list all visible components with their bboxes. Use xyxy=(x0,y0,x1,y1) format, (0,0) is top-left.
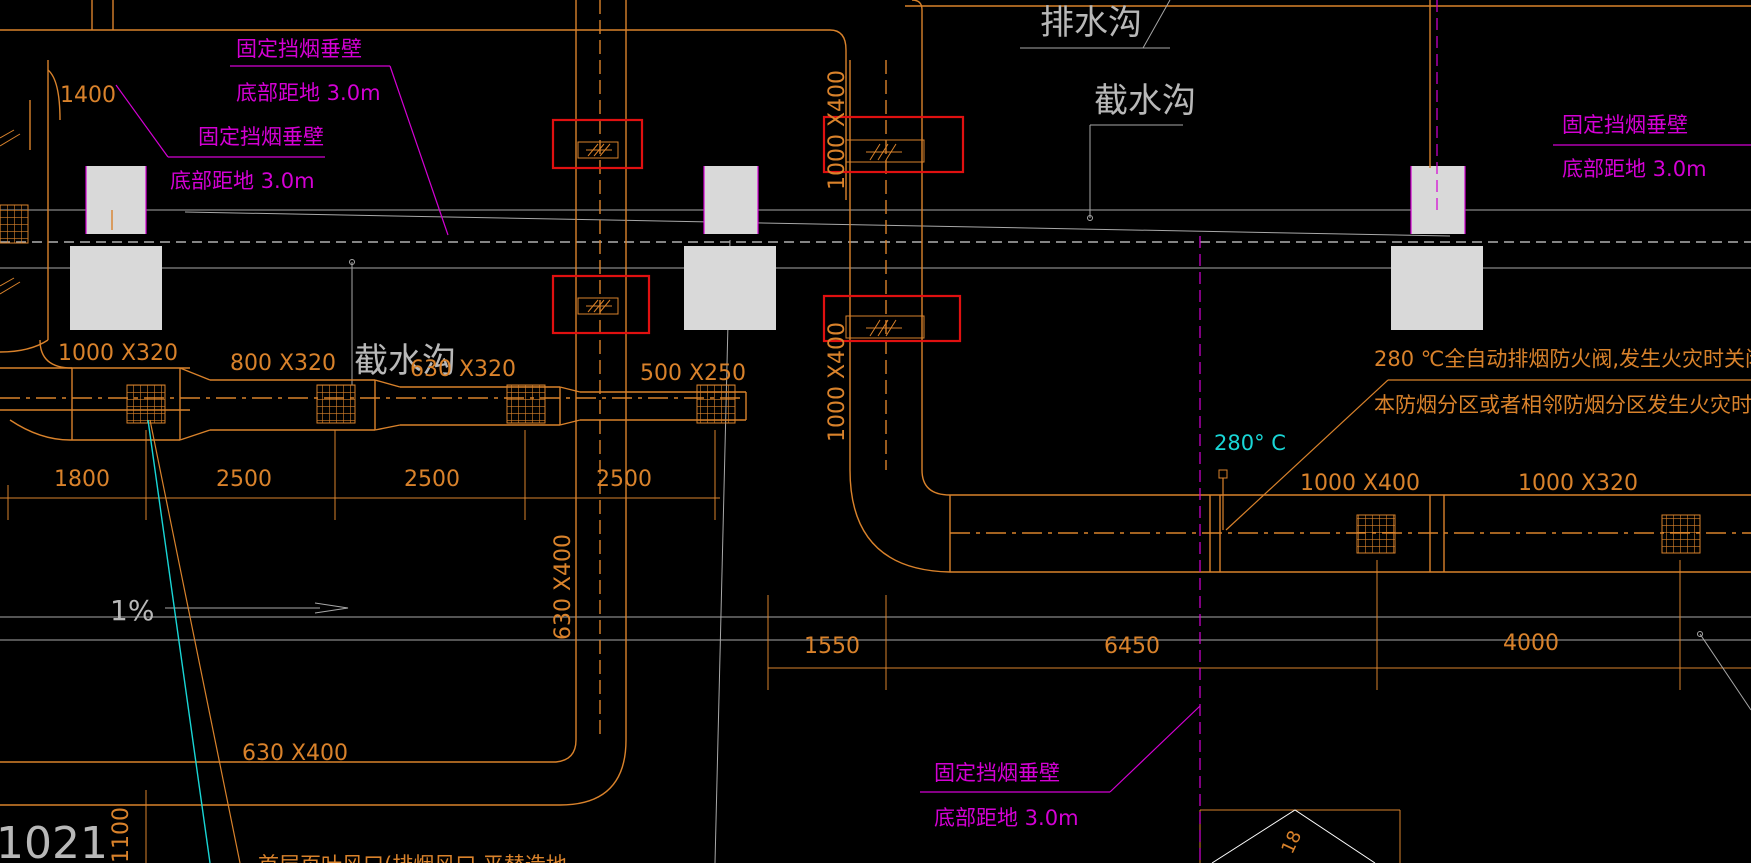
grille xyxy=(1661,514,1701,554)
duct-size-label-vertical: 1000 X400 xyxy=(825,322,850,442)
drainage-ditch-label: 排水沟 xyxy=(1040,3,1142,43)
smoke-barrier-label: 固定挡烟垂壁 xyxy=(236,37,362,61)
column-block xyxy=(1391,246,1483,330)
smoke-barrier-height: 底部距地 3.0m xyxy=(1562,157,1707,181)
duct-size-label: 1000 X320 xyxy=(1518,471,1638,496)
smoke-barrier-height: 底部距地 3.0m xyxy=(170,169,315,193)
dimension-value: 1800 xyxy=(54,467,110,492)
dimension-lines xyxy=(0,430,1751,863)
duct-network xyxy=(0,0,1751,806)
duct-size-label-vertical: 1000 X400 xyxy=(825,70,850,190)
grille xyxy=(506,384,546,424)
air-grilles xyxy=(0,204,1701,554)
grille xyxy=(126,384,166,424)
sheet-fragment-label: 1021 xyxy=(0,818,108,863)
smoke-barrier-label: 固定挡烟垂壁 xyxy=(198,125,324,149)
dimension-value: 6450 xyxy=(1104,634,1160,659)
intercept-ditch-label: 截水沟 xyxy=(354,341,456,381)
smoke-barrier-leaders xyxy=(115,0,1751,863)
fire-damper-note-line1: 280 ℃全自动排烟防火阀,发生火灾时关闭 xyxy=(1374,347,1751,371)
grille xyxy=(1356,514,1396,554)
column-block xyxy=(1411,166,1465,234)
dimension-value: 18 xyxy=(1277,827,1306,857)
duct-size-label: 800 X320 xyxy=(230,351,336,376)
duct-size-label: 1000 X400 xyxy=(1300,471,1420,496)
duct-size-label: 630 X320 xyxy=(410,357,516,382)
fire-damper-tag: 280° C xyxy=(1214,431,1286,455)
ditch-leaders xyxy=(349,0,1171,265)
red-box xyxy=(822,294,962,343)
slope-label: 1% xyxy=(110,594,154,627)
misc-leaders xyxy=(147,379,1751,863)
grille xyxy=(316,384,356,424)
dimension-value: 2500 xyxy=(216,467,272,492)
duct-size-label-vertical: 1100 xyxy=(109,807,134,863)
column-block xyxy=(704,166,758,234)
red-box xyxy=(551,118,644,170)
duct-size-label-vertical: 630 X400 xyxy=(551,534,576,640)
column-block xyxy=(86,166,146,234)
dimension-value: 1550 xyxy=(804,634,860,659)
dim-1400: 1400 xyxy=(60,83,116,108)
grille xyxy=(696,384,736,424)
duct-size-label: 630 X400 xyxy=(242,741,348,766)
duct-size-label: 1000 X320 xyxy=(58,341,178,366)
smoke-barrier-height: 底部距地 3.0m xyxy=(934,806,1079,830)
column-blocks xyxy=(70,166,1483,330)
column-block xyxy=(684,246,776,330)
red-highlight-boxes xyxy=(551,115,965,343)
smoke-barrier-label: 固定挡烟垂壁 xyxy=(934,761,1060,785)
red-box xyxy=(822,115,965,174)
dimension-value: 2500 xyxy=(596,467,652,492)
dimension-value: 2500 xyxy=(404,467,460,492)
damper-hatch-symbols xyxy=(0,129,925,339)
dimension-value: 4000 xyxy=(1503,631,1559,656)
duct-size-label: 500 X250 xyxy=(640,361,746,386)
red-box xyxy=(551,274,651,335)
intercept-ditch-label: 截水沟 xyxy=(1094,81,1196,121)
column-block-edges xyxy=(85,166,1466,234)
grille xyxy=(0,204,29,244)
smoke-barrier-label: 固定挡烟垂壁 xyxy=(1562,113,1688,137)
smoke-barrier-height: 底部距地 3.0m xyxy=(236,81,381,105)
fire-damper-note-line2: 本防烟分区或者相邻防烟分区发生火灾时开启 xyxy=(1374,393,1751,417)
column-block xyxy=(70,246,162,330)
bottom-cut-text: 首层页叶风口(排烟风口,平替造地 xyxy=(258,853,567,863)
